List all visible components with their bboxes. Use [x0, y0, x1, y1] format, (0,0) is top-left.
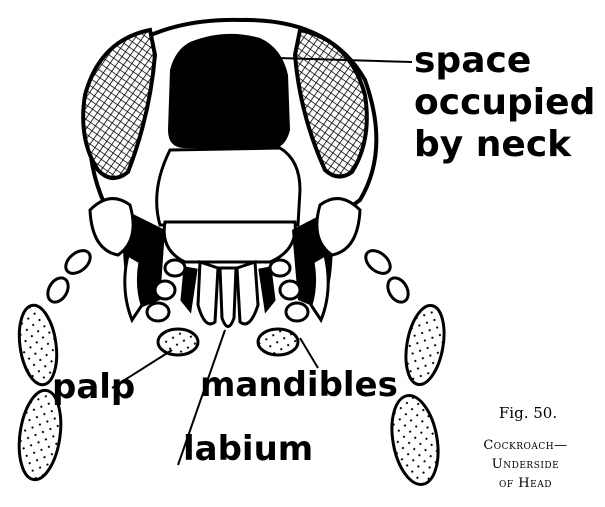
left-cardo — [90, 199, 133, 255]
label-space-line3: by neck — [414, 124, 595, 166]
label-palp: palp — [52, 370, 135, 404]
left-maxillary-palp — [14, 246, 95, 482]
leader-mandibles — [300, 338, 318, 368]
label-space-occupied-by-neck: space occupied by neck — [414, 40, 595, 166]
labrum — [164, 222, 295, 262]
clypeus — [157, 148, 300, 225]
neck-space — [168, 34, 290, 148]
right-maxilla — [311, 255, 328, 320]
label-space-line1: space — [414, 40, 595, 82]
label-mandibles: mandibles — [200, 368, 398, 402]
left-maxilla — [125, 255, 142, 320]
right-cardo — [317, 199, 360, 255]
labium-and-mandibles — [182, 262, 274, 327]
label-space-line2: occupied — [414, 82, 595, 124]
caption-line3: of Head — [438, 474, 605, 493]
label-labium: labium — [183, 432, 313, 466]
figure-caption: Cockroach— Underside of Head — [438, 436, 605, 493]
caption-line1: Cockroach— — [438, 436, 605, 455]
caption-line2: Underside — [438, 455, 605, 474]
figure-number: Fig. 50. — [468, 404, 588, 422]
